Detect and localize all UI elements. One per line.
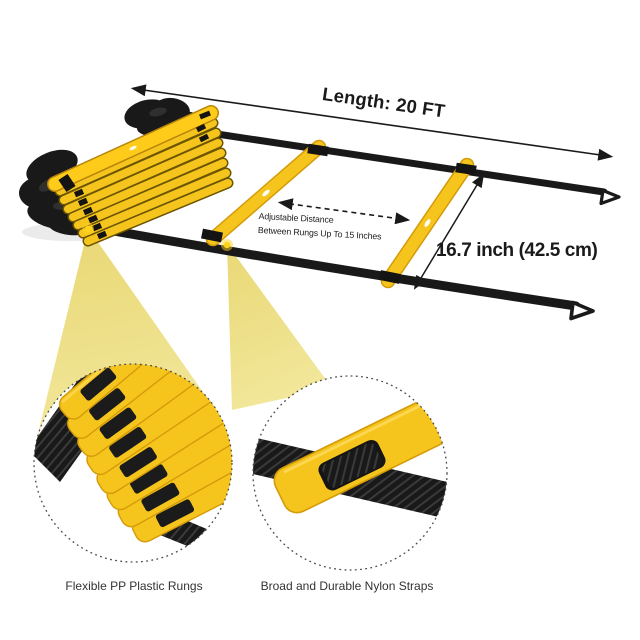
width-arrow: [413, 173, 485, 290]
spotlight-origin-dots: [82, 223, 233, 251]
rung-center-hole: [262, 189, 270, 197]
callout-circle-border: [252, 375, 448, 571]
callout-circle-border: [33, 363, 233, 563]
detail-callout-strap: [252, 375, 448, 571]
strap-clip: [307, 143, 329, 157]
plastic-rung-2: [379, 157, 477, 289]
detail-callout-rungs: [33, 363, 233, 563]
strap-clip: [379, 270, 401, 284]
detail-rung-end: [273, 390, 447, 514]
callout-label-straps: Broad and Durable Nylon Straps: [260, 579, 434, 593]
callout-label-rungs: Flexible PP Plastic Rungs: [65, 579, 203, 593]
length-arrow: [130, 84, 614, 161]
strap-clip: [201, 228, 223, 243]
strap-clip: [58, 173, 76, 193]
strap-clip: [455, 162, 477, 176]
width-annotation: 16.7 inch (42.5 cm): [436, 240, 598, 261]
strap-end-loop-top: [599, 188, 621, 206]
spotlight-cone-right: [227, 244, 332, 410]
detail-rung-fan: [58, 364, 232, 543]
strap-end-loop-bottom: [569, 300, 595, 321]
rung-distance-arrow: [277, 198, 411, 225]
folded-ladder-stack: [19, 97, 234, 247]
nylon-strap-bottom: [81, 221, 595, 321]
